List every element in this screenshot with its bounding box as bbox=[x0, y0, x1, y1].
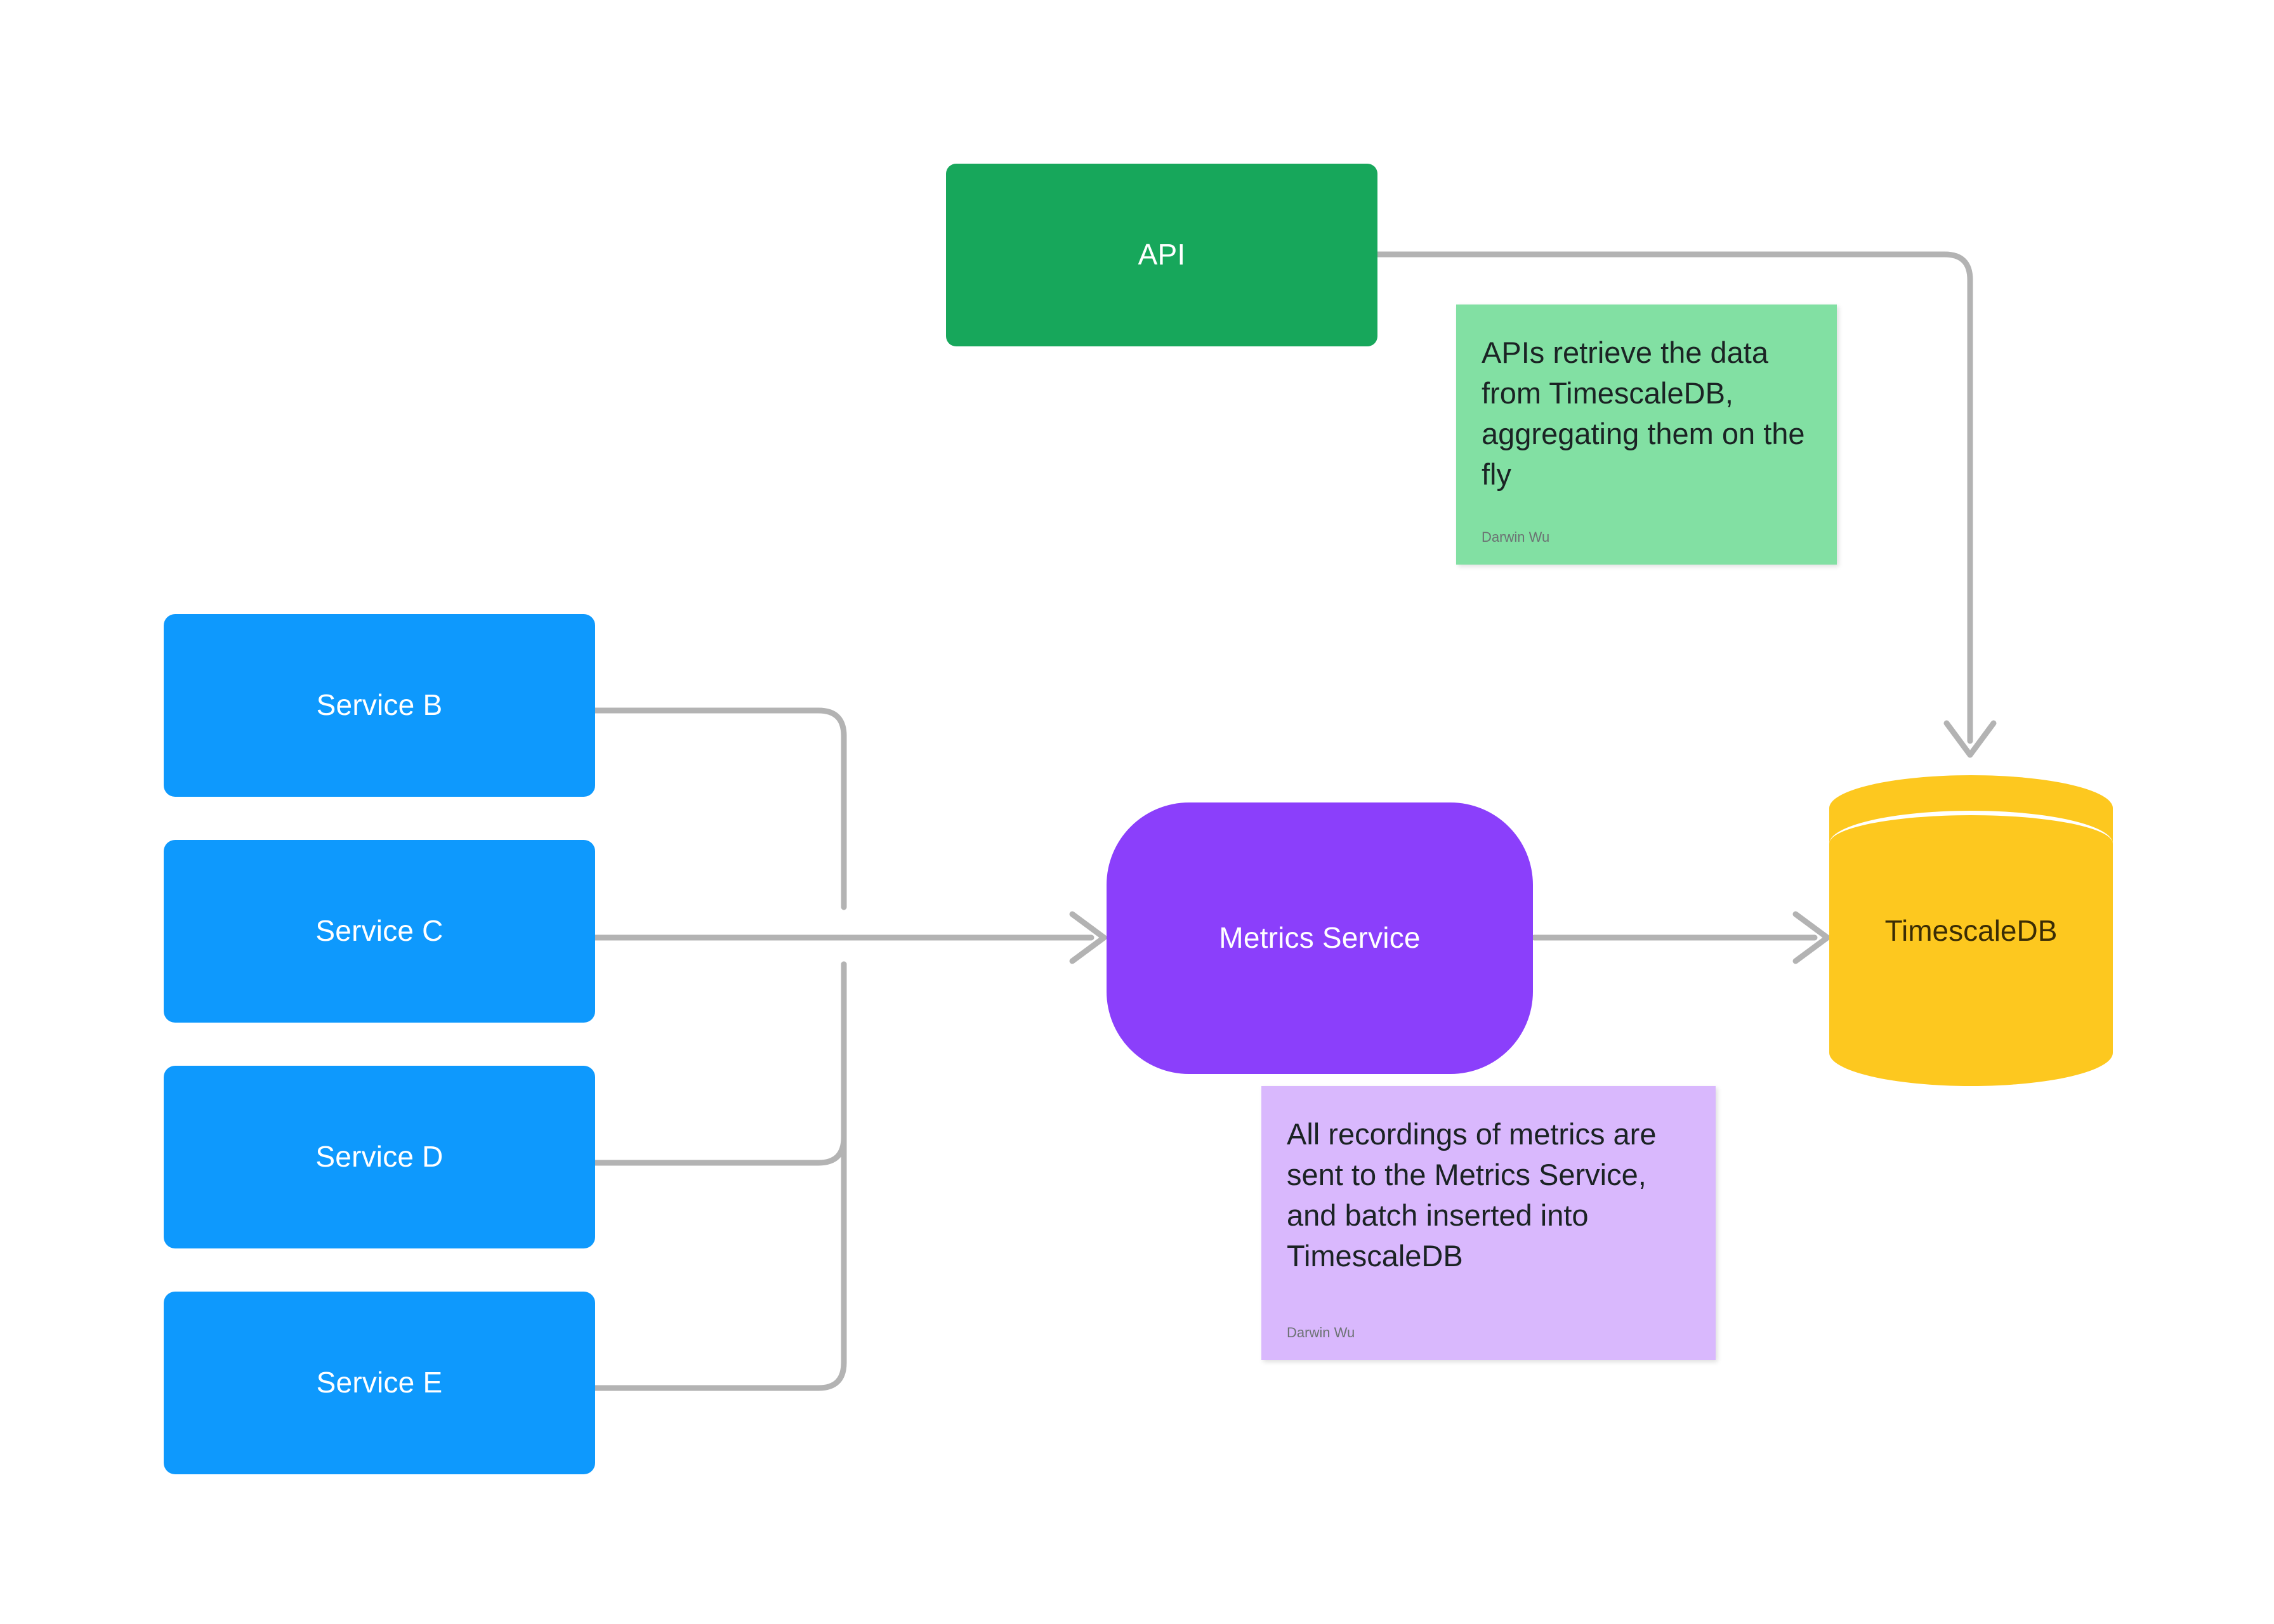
connector-service-b-to-metrics bbox=[592, 707, 847, 910]
node-service-c[interactable]: Service C bbox=[164, 840, 595, 1023]
arrowhead-trunk-to-metrics bbox=[1069, 911, 1107, 964]
node-api[interactable]: API bbox=[946, 164, 1377, 346]
cylinder-seam bbox=[1829, 811, 2113, 877]
sticky-note-api-text: APIs retrieve the data from TimescaleDB,… bbox=[1482, 336, 1805, 491]
node-timescaledb[interactable]: TimescaleDB bbox=[1829, 775, 2113, 1086]
node-service-d-label: Service D bbox=[315, 1140, 444, 1174]
sticky-note-api-author: Darwin Wu bbox=[1482, 529, 1550, 545]
sticky-note-api[interactable]: APIs retrieve the data from TimescaleDB,… bbox=[1456, 304, 1837, 565]
node-metrics-service-label: Metrics Service bbox=[1219, 921, 1421, 955]
node-service-e-label: Service E bbox=[316, 1366, 443, 1399]
arrowhead-api-to-timescaledb bbox=[1943, 720, 1997, 758]
node-service-d[interactable]: Service D bbox=[164, 1066, 595, 1248]
connector-service-d-to-metrics bbox=[592, 961, 847, 1166]
node-service-b[interactable]: Service B bbox=[164, 614, 595, 797]
arrowhead-metrics-to-timescaledb bbox=[1792, 911, 1830, 964]
node-service-c-label: Service C bbox=[315, 914, 444, 948]
sticky-note-metrics[interactable]: All recordings of metrics are sent to th… bbox=[1261, 1086, 1716, 1360]
node-timescaledb-label: TimescaleDB bbox=[1884, 914, 2058, 947]
node-service-e[interactable]: Service E bbox=[164, 1292, 595, 1474]
connector-service-e-to-metrics bbox=[592, 961, 847, 1391]
node-api-label: API bbox=[1138, 238, 1186, 272]
sticky-note-metrics-author: Darwin Wu bbox=[1287, 1325, 1355, 1340]
node-metrics-service[interactable]: Metrics Service bbox=[1107, 802, 1533, 1074]
node-service-b-label: Service B bbox=[316, 688, 443, 722]
sticky-note-metrics-text: All recordings of metrics are sent to th… bbox=[1287, 1117, 1657, 1273]
